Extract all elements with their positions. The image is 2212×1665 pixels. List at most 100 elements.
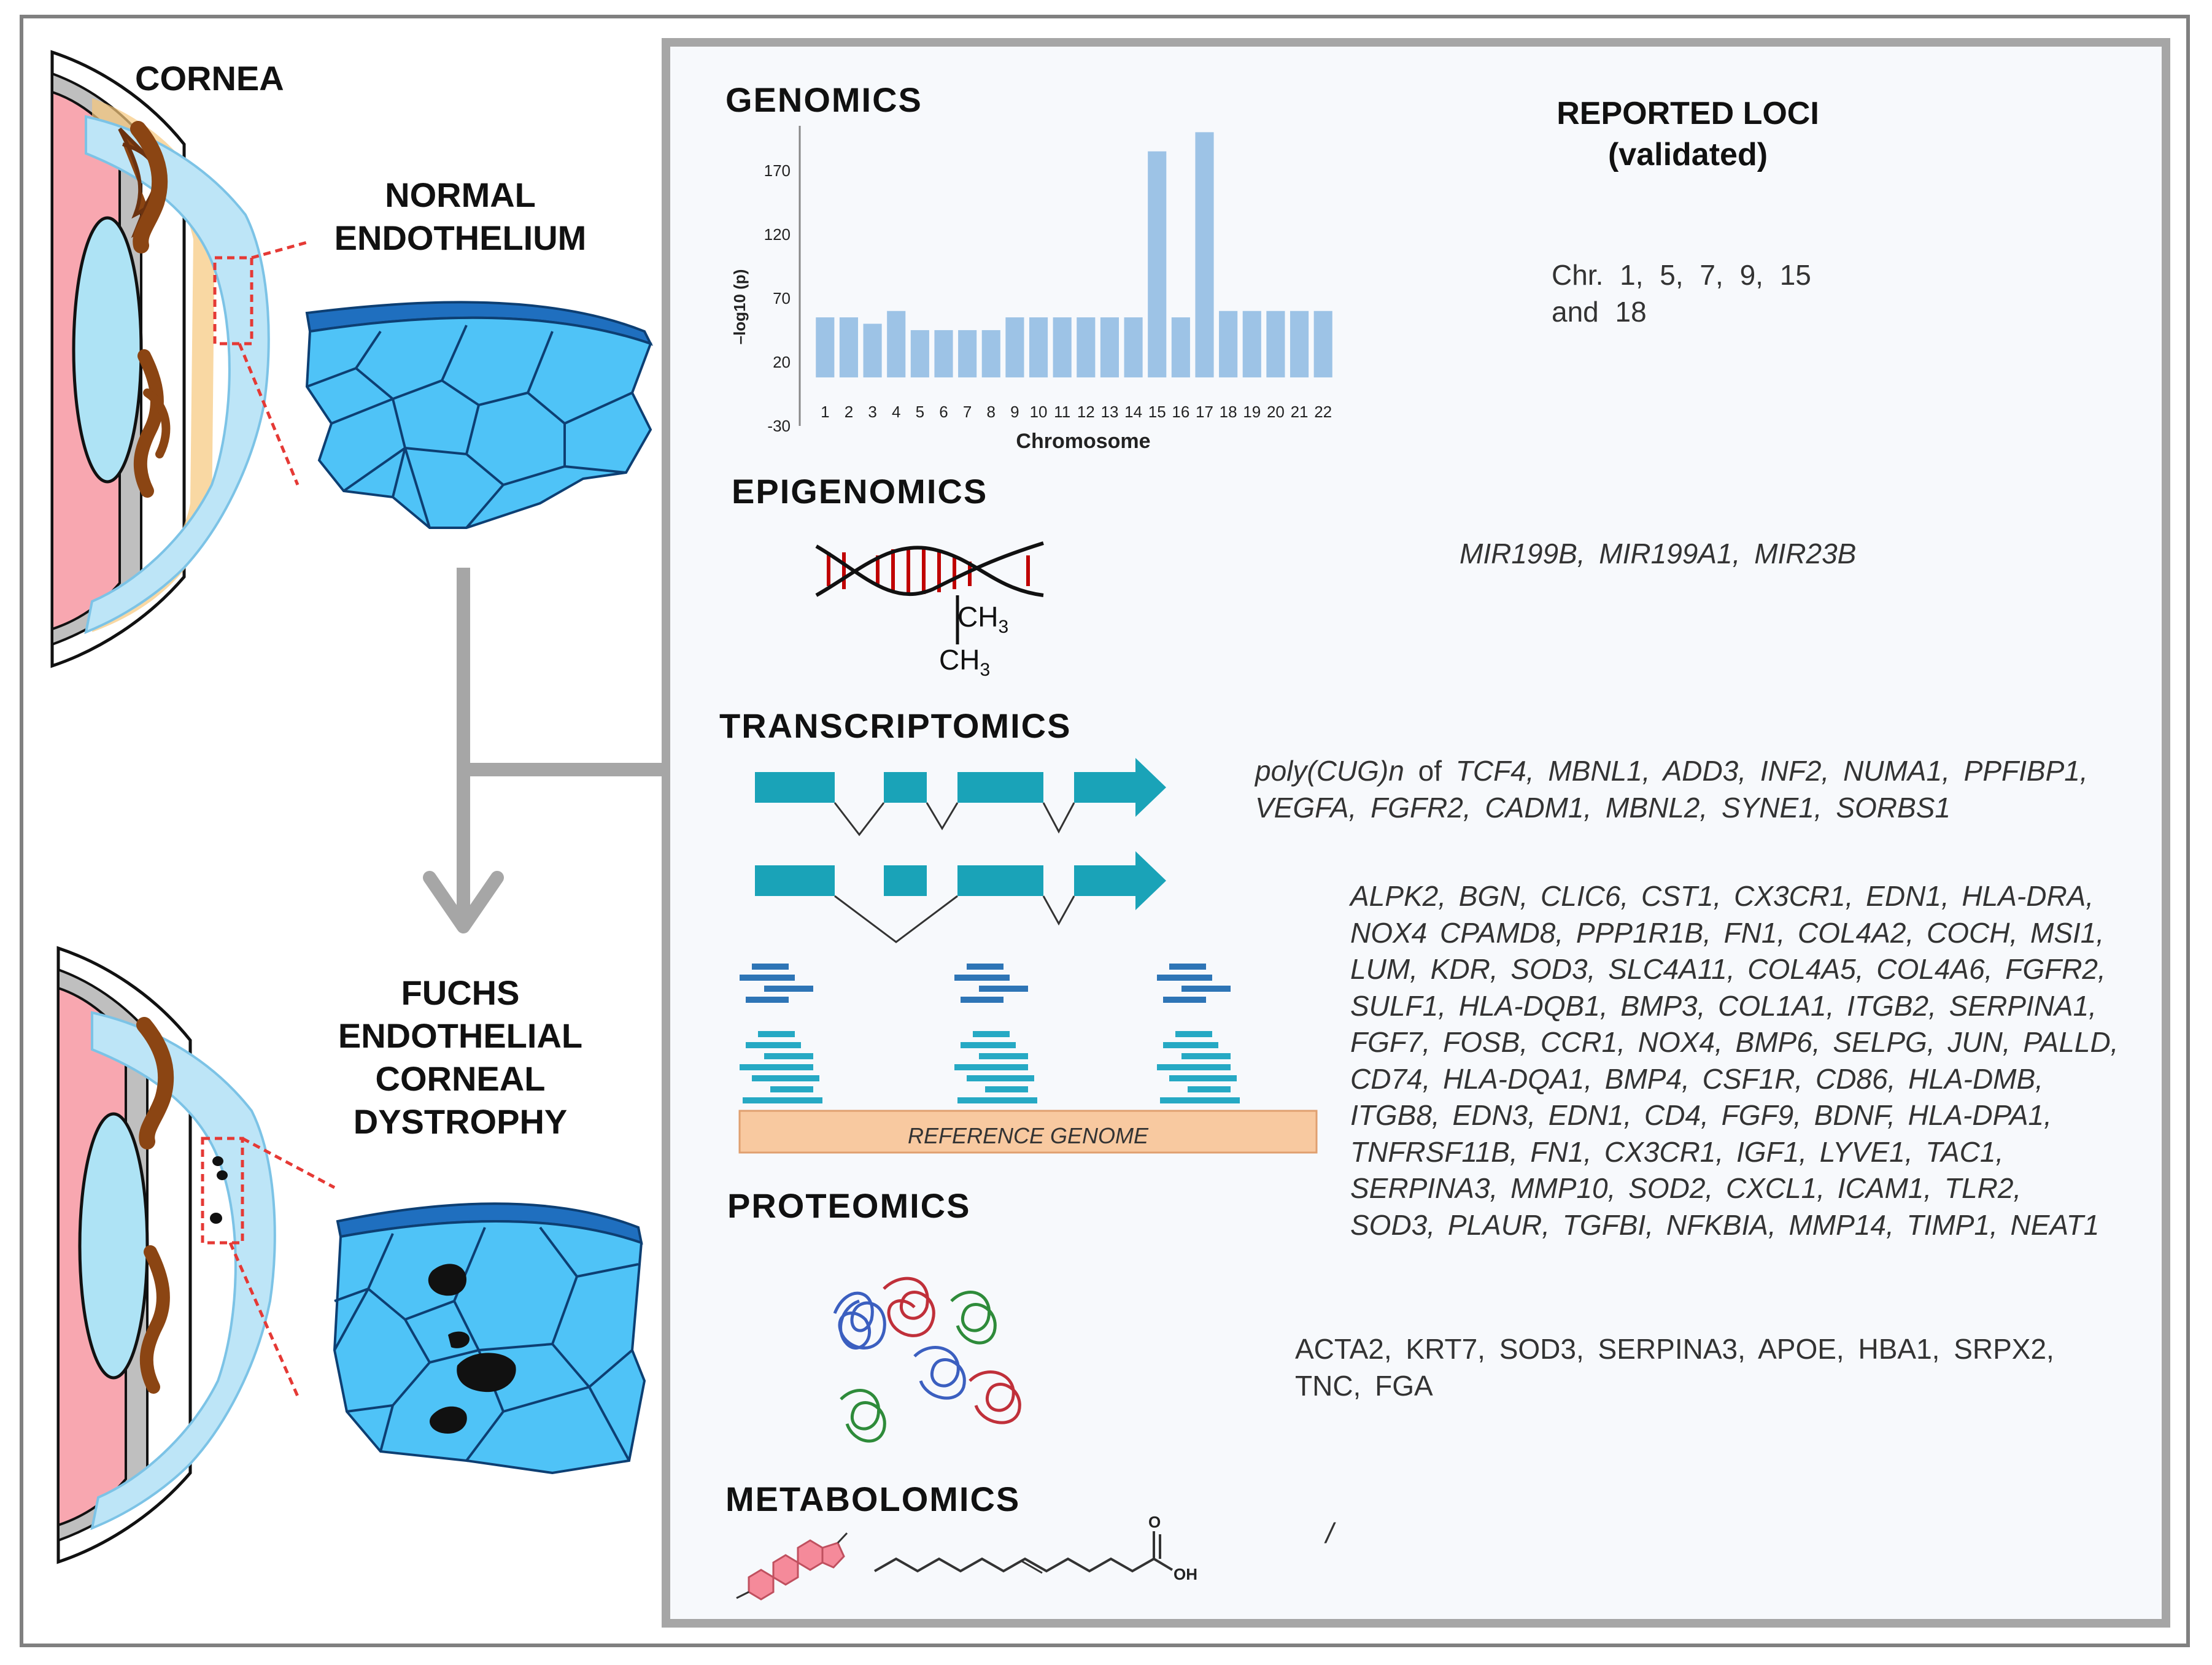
- metabolomics-heading: METABOLOMICS: [725, 1480, 1021, 1518]
- bar-chr-3: [863, 323, 882, 377]
- methyl-sub: 3: [998, 617, 1009, 638]
- bar-chr-11: [1053, 317, 1072, 377]
- repeat-expansion-line1: poly(CUG)n of TCF4, MBNL1, ADD3, INF2, N…: [1255, 752, 2088, 789]
- x-tick-label: 2: [845, 403, 853, 421]
- y-tick-label: -30: [767, 417, 791, 435]
- repeat-prefix: poly(CUG)n: [1255, 755, 1404, 787]
- methyl-ch-2: CH: [939, 644, 980, 676]
- reported-loci-title-line1: REPORTED LOCI: [1557, 96, 1819, 131]
- outer-frame: [20, 15, 2190, 1647]
- y-tick-label: 20: [773, 353, 791, 371]
- de-genes-line: SERPINA3, MMP10, SOD2, CXCL1, ICAM1, TLR…: [1350, 1172, 2022, 1204]
- bar-chr-1: [816, 317, 835, 377]
- proteins-icon: [833, 1277, 1021, 1443]
- bar-chr-5: [910, 330, 929, 377]
- rna-seq-reads-icon: [738, 964, 1318, 1154]
- reference-genome-label: REFERENCE GENOME: [907, 1123, 1149, 1148]
- x-tick-label: 18: [1220, 403, 1237, 421]
- methylated-dna-icon: [815, 541, 1044, 644]
- x-tick-label: 10: [1030, 403, 1048, 421]
- x-tick-label: 13: [1100, 403, 1118, 421]
- metabolomics-genes: /: [1326, 1517, 1334, 1549]
- bar-chr-4: [887, 311, 906, 377]
- bar-chr-21: [1290, 311, 1309, 377]
- methyl-sub-2: 3: [980, 660, 991, 681]
- x-tick-label: 11: [1054, 403, 1070, 421]
- repeat-of: of: [1418, 755, 1442, 787]
- fuchs-eye-icon: [56, 946, 336, 1564]
- bar-chr-20: [1266, 311, 1285, 377]
- x-tick-label: 5: [916, 403, 924, 421]
- x-tick-label: 9: [1010, 403, 1019, 421]
- x-tick-label: 3: [868, 403, 876, 421]
- steroid-molecule-icon: [736, 1532, 848, 1601]
- bar-chr-8: [981, 330, 1000, 377]
- normal-endothelium-label-line2: ENDOTHELIUM: [334, 218, 587, 257]
- x-tick-label: 12: [1077, 403, 1095, 421]
- y-tick-label: 170: [764, 161, 791, 180]
- reported-loci-line2: and 18: [1552, 296, 1647, 328]
- proteomics-genes-line1: ACTA2, KRT7, SOD3, SERPINA3, APOE, HBA1,…: [1295, 1333, 2054, 1365]
- bar-chr-13: [1100, 317, 1120, 377]
- bar-chr-22: [1313, 311, 1332, 377]
- methyl-ch: CH: [957, 601, 999, 633]
- bar-chr-2: [839, 317, 859, 377]
- repeat-genes-1: TCF4, MBNL1, ADD3, INF2, NUMA1, PPFIBP1,: [1455, 755, 2088, 787]
- de-genes-line: TNFRSF11B, FN1, CX3CR1, IGF1, LYVE1, TAC…: [1350, 1135, 2004, 1168]
- normal-endothelium-label-line1: NORMAL: [385, 176, 536, 214]
- epigenomics-genes: MIR199B, MIR199A1, MIR23B: [1460, 538, 1857, 570]
- x-tick-label: 19: [1243, 403, 1261, 421]
- omics-panel: [662, 38, 2170, 1628]
- x-tick-label: 17: [1196, 403, 1213, 421]
- y-tick-label: 70: [773, 289, 791, 307]
- bar-chr-7: [958, 330, 977, 377]
- bar-chr-15: [1148, 151, 1167, 377]
- proteomics-heading: PROTEOMICS: [727, 1186, 971, 1225]
- de-genes-line: FGF7, FOSB, CCR1, NOX4, BMP6, SELPG, JUN…: [1350, 1026, 2119, 1058]
- reported-loci-line1: Chr. 1, 5, 7, 9, 15: [1552, 259, 1811, 291]
- normal-endothelium-icon: [305, 301, 653, 529]
- bar-chr-17: [1195, 132, 1214, 377]
- x-tick-label: 20: [1267, 403, 1285, 421]
- x-tick-label: 15: [1148, 403, 1166, 421]
- y-ticks: -30 20 70 120 170: [764, 161, 791, 435]
- reported-loci-title-line2: (validated): [1607, 137, 1768, 172]
- x-tick-label: 6: [939, 403, 948, 421]
- hydroxyl-label: OH: [1174, 1565, 1197, 1583]
- bar-chr-10: [1029, 317, 1048, 377]
- x-tick-label: 4: [892, 403, 900, 421]
- x-tick-label: 21: [1291, 403, 1309, 421]
- fuchs-endothelium-icon: [333, 1202, 646, 1475]
- de-genes-line: ALPK2, BGN, CLIC6, CST1, CX3CR1, EDN1, H…: [1350, 880, 2094, 912]
- bar-chr-6: [934, 330, 953, 377]
- bar-chr-16: [1171, 317, 1190, 377]
- progression-arrow: [423, 568, 666, 933]
- de-genes-line: ITGB8, EDN3, EDN1, CD4, FGF9, BDNF, HLA-…: [1350, 1099, 2052, 1131]
- proteomics-genes-line2: TNC, FGA: [1295, 1370, 1433, 1402]
- genomics-heading: GENOMICS: [725, 80, 922, 119]
- transcriptomics-heading: TRANSCRIPTOMICS: [719, 706, 1072, 745]
- x-tick-label: 7: [963, 403, 972, 421]
- bar-chr-19: [1242, 311, 1261, 377]
- bar-chr-9: [1005, 317, 1024, 377]
- bar-chr-12: [1077, 317, 1096, 377]
- x-tick-label: 16: [1172, 403, 1189, 421]
- fuchs-label-line1: FUCHS: [401, 973, 520, 1012]
- carbonyl-o-label: O: [1148, 1513, 1161, 1531]
- bar-chr-18: [1219, 311, 1238, 377]
- x-tick-label: 22: [1314, 403, 1332, 421]
- de-genes-line: LUM, KDR, SOD3, SLC4A11, COL4A5, COL4A6,…: [1350, 953, 2106, 985]
- methyl-group-2: CH3: [939, 641, 990, 689]
- x-axis-label: Chromosome: [1016, 430, 1150, 453]
- fuchs-label-line3: CORNEAL: [375, 1059, 546, 1098]
- methyl-group-1: CH3: [957, 598, 1008, 646]
- x-tick-label: 14: [1124, 403, 1142, 421]
- fatty-acid-molecule-icon: [874, 1531, 1174, 1574]
- y-tick-label: 120: [764, 225, 791, 244]
- fuchs-label-line2: ENDOTHELIAL: [338, 1016, 583, 1055]
- repeat-expansion-line2: VEGFA, FGFR2, CADM1, MBNL2, SYNE1, SORBS…: [1255, 792, 1951, 824]
- de-genes-line: SOD3, PLAUR, TGFBI, NFKBIA, MMP14, TIMP1…: [1350, 1208, 2100, 1241]
